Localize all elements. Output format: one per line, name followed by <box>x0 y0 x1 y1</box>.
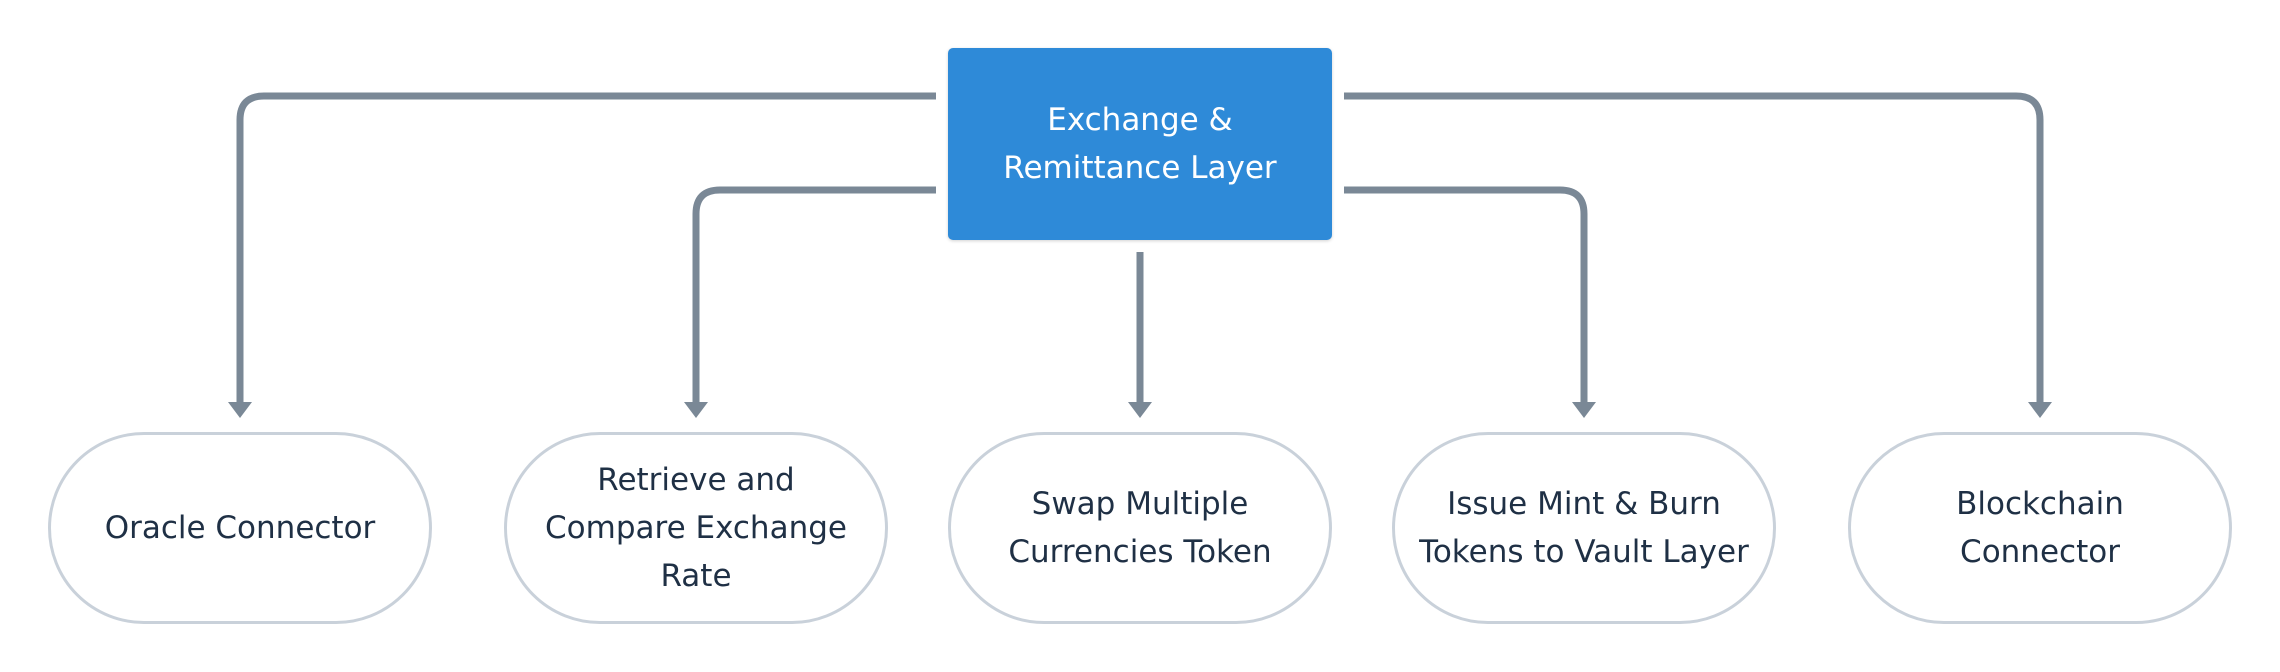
node-swap-multiple-currencies-token-label: Swap Multiple Currencies Token <box>1008 486 1272 570</box>
node-retrieve-compare-exchange-rate[interactable]: Retrieve and Compare Exchange Rate <box>504 432 888 624</box>
node-issue-mint-burn-tokens[interactable]: Issue Mint & Burn Tokens to Vault Layer <box>1392 432 1776 624</box>
connector-root-to-retrieve <box>692 186 936 404</box>
arrowhead-blockchain <box>2028 402 2052 418</box>
node-oracle-connector-label: Oracle Connector <box>104 510 376 546</box>
arrowhead-retrieve <box>684 402 708 418</box>
connector-root-to-oracle <box>236 92 936 404</box>
arrowhead-issue <box>1572 402 1596 418</box>
node-retrieve-compare-exchange-rate-label: Retrieve and Compare Exchange Rate <box>545 462 847 594</box>
connector-root-to-blockchain <box>1344 92 2044 404</box>
node-issue-mint-burn-tokens-label: Issue Mint & Burn Tokens to Vault Layer <box>1419 486 1749 570</box>
arrowhead-swap <box>1128 402 1152 418</box>
root-node-label: Exchange & Remittance Layer <box>1003 102 1277 186</box>
node-oracle-connector[interactable]: Oracle Connector <box>48 432 432 624</box>
node-blockchain-connector-label: Blockchain Connector <box>1956 486 2124 570</box>
arrowhead-oracle <box>228 402 252 418</box>
root-node-exchange-remittance-layer[interactable]: Exchange & Remittance Layer <box>948 48 1332 240</box>
node-blockchain-connector[interactable]: Blockchain Connector <box>1848 432 2232 624</box>
node-swap-multiple-currencies-token[interactable]: Swap Multiple Currencies Token <box>948 432 1332 624</box>
connector-root-to-issue <box>1344 186 1588 404</box>
